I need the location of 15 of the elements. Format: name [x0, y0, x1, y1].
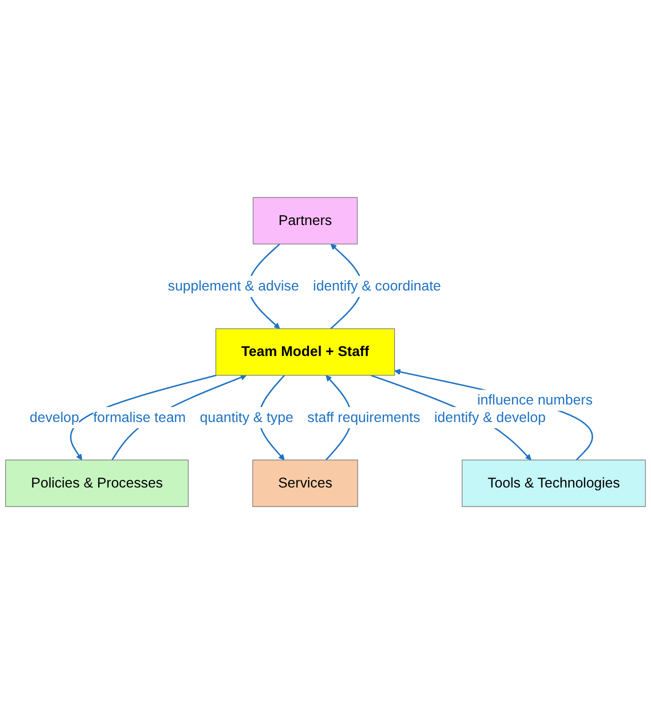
edge-label: influence numbers: [477, 392, 593, 408]
edge-label: develop: [30, 410, 80, 426]
edge-label: identify & coordinate: [313, 278, 441, 294]
node-box: Partners: [252, 197, 358, 244]
node-box: Team Model + Staff: [215, 328, 395, 376]
edge-label: quantity & type: [200, 410, 294, 426]
edge-label: staff requirements: [307, 410, 420, 426]
arrow: [70, 374, 216, 460]
edge-label: formalise team: [93, 410, 186, 426]
node-box: Policies & Processes: [5, 460, 189, 507]
node-box: Tools & Technologies: [462, 460, 646, 507]
edge-label: supplement & advise: [168, 278, 299, 294]
arrow: [394, 368, 594, 460]
edge-label: identify & develop: [434, 410, 546, 426]
node-box: Services: [252, 460, 358, 507]
